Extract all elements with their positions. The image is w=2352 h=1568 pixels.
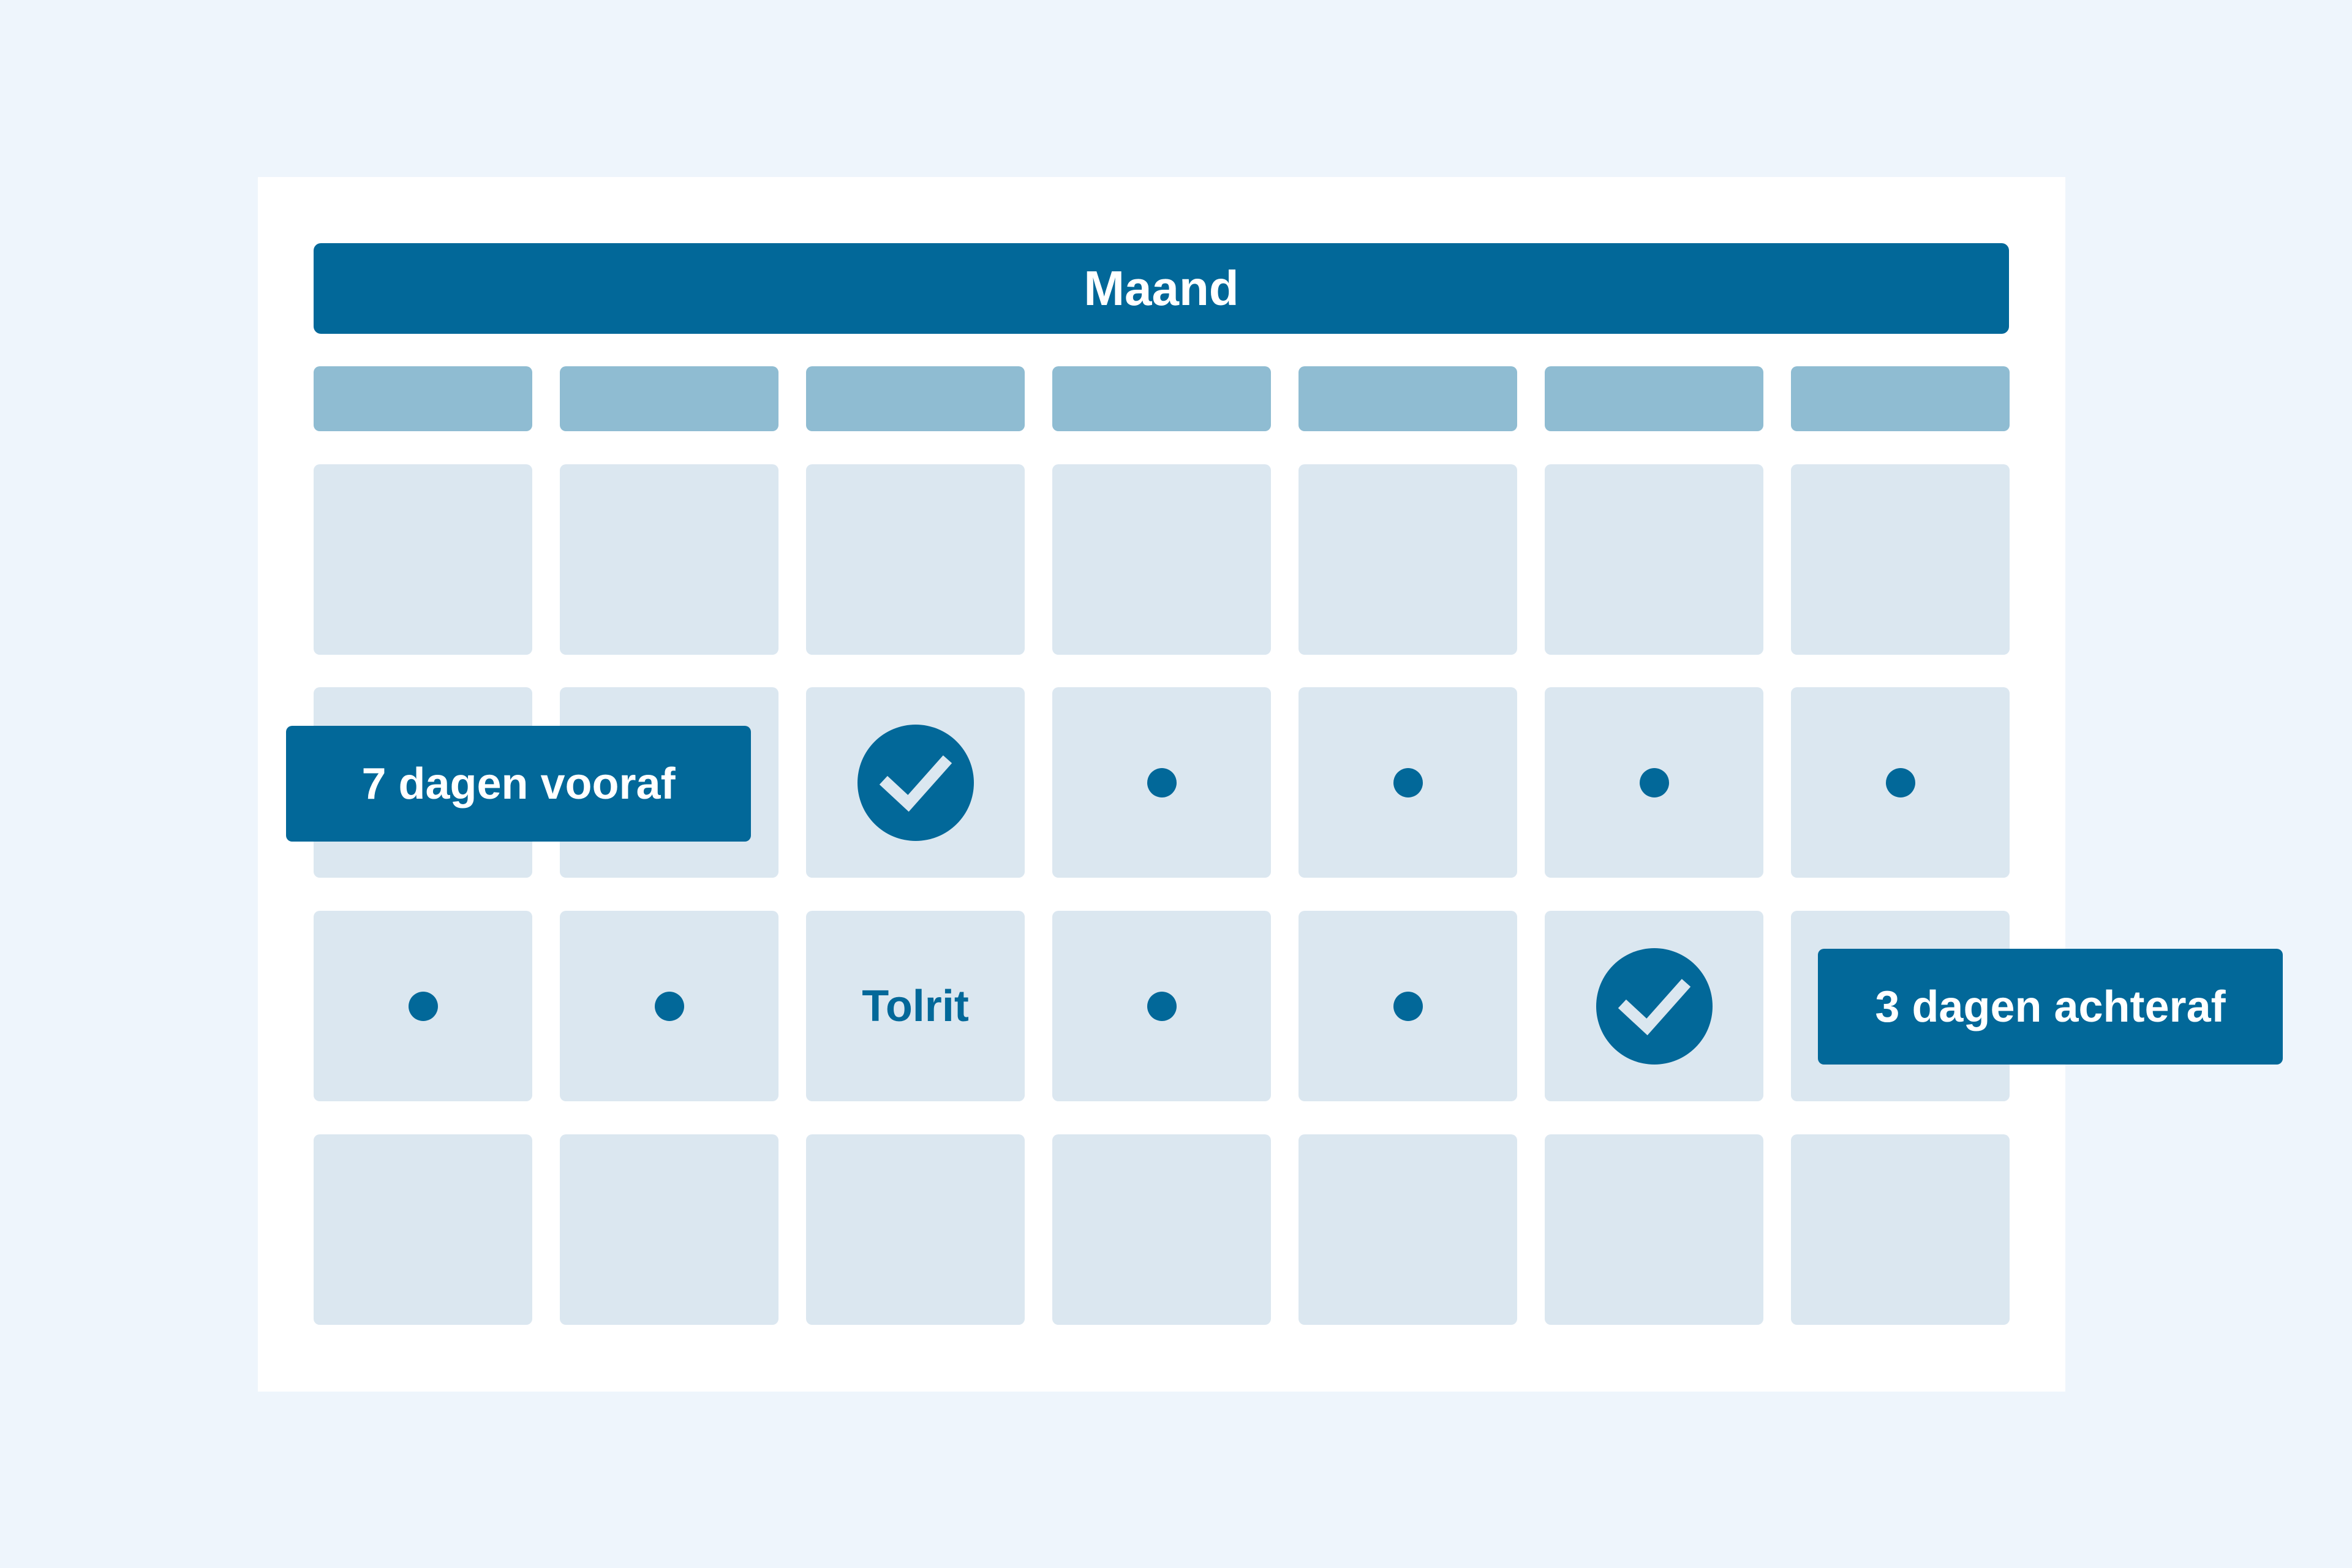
day-marker-dot xyxy=(408,991,438,1021)
day-marker-dot xyxy=(1885,767,1915,797)
day-header-4 xyxy=(1052,366,1271,431)
calendar-day-cell xyxy=(1298,687,1517,878)
calendar-day-cell xyxy=(806,464,1025,655)
calendar-day-cell xyxy=(1791,464,2010,655)
callout-days-before: 7 dagen vooraf xyxy=(286,726,751,842)
calendar-day-cell xyxy=(560,911,778,1101)
calendar-day-cell xyxy=(1052,1134,1271,1325)
day-marker-dot xyxy=(1639,767,1669,797)
calendar-day-cell xyxy=(560,464,778,655)
calendar-day-cell xyxy=(1545,1134,1763,1325)
day-header-5 xyxy=(1298,366,1517,431)
calendar-day-cell xyxy=(560,1134,778,1325)
callout-days-after: 3 dagen achteraf xyxy=(1818,949,2283,1065)
calendar-day-cell xyxy=(1298,1134,1517,1325)
day-header-1 xyxy=(314,366,532,431)
day-marker-dot xyxy=(1147,991,1177,1021)
calendar-day-cell xyxy=(314,1134,532,1325)
checkmark-icon xyxy=(1596,948,1713,1065)
day-marker-dot xyxy=(654,991,684,1021)
calendar-day-cell: Tolrit xyxy=(806,911,1025,1101)
calendar-day-cell xyxy=(1791,1134,2010,1325)
callout-days-after-label: 3 dagen achteraf xyxy=(1875,982,2226,1031)
calendar-day-cell xyxy=(314,911,532,1101)
day-header-6 xyxy=(1545,366,1763,431)
callout-days-before-label: 7 dagen vooraf xyxy=(361,759,676,809)
day-marker-dot xyxy=(1393,991,1423,1021)
calendar-day-cell xyxy=(1545,464,1763,655)
calendar-day-cell xyxy=(806,687,1025,878)
calendar-day-cell xyxy=(1545,911,1763,1101)
checkmark-icon xyxy=(857,724,974,841)
month-header: Maand xyxy=(314,243,2009,334)
day-header-2 xyxy=(560,366,778,431)
calendar-day-cell xyxy=(1298,911,1517,1101)
event-label: Tolrit xyxy=(862,981,969,1031)
calendar-day-cell xyxy=(1052,911,1271,1101)
calendar-day-cell xyxy=(1052,464,1271,655)
calendar-day-cell xyxy=(806,1134,1025,1325)
day-header-3 xyxy=(806,366,1025,431)
day-header-7 xyxy=(1791,366,2010,431)
calendar-day-cell xyxy=(1791,687,2010,878)
calendar-day-cell xyxy=(314,464,532,655)
calendar-day-cell xyxy=(1545,687,1763,878)
calendar-day-cell xyxy=(1052,687,1271,878)
month-title: Maand xyxy=(1084,261,1239,315)
day-marker-dot xyxy=(1393,767,1423,797)
calendar-day-cell xyxy=(1298,464,1517,655)
day-marker-dot xyxy=(1147,767,1177,797)
